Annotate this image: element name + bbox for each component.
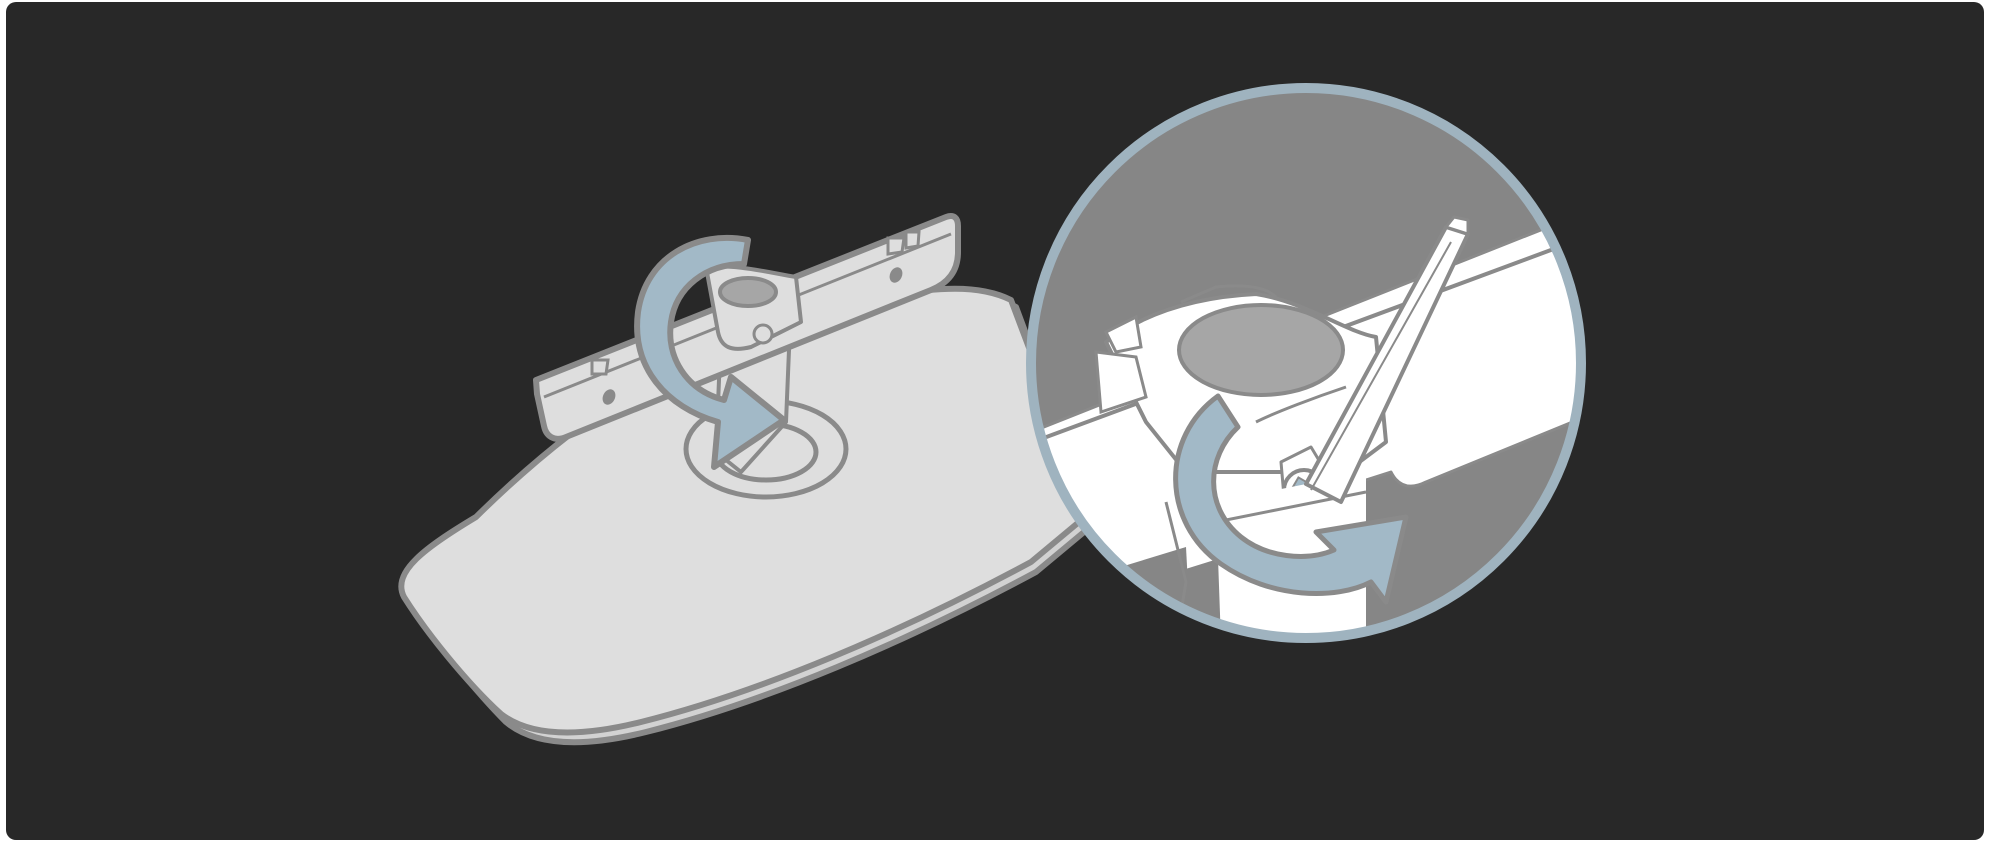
rotate-arrow-icon xyxy=(634,234,787,470)
rotate-arrow-icon xyxy=(1173,393,1409,605)
mounting-bracket xyxy=(533,213,961,442)
detail-magnifier xyxy=(1026,83,1586,643)
stand-assembly-illustration xyxy=(398,83,1586,746)
screwdriver-icon xyxy=(1304,215,1470,504)
illustration-frame xyxy=(6,2,1984,840)
